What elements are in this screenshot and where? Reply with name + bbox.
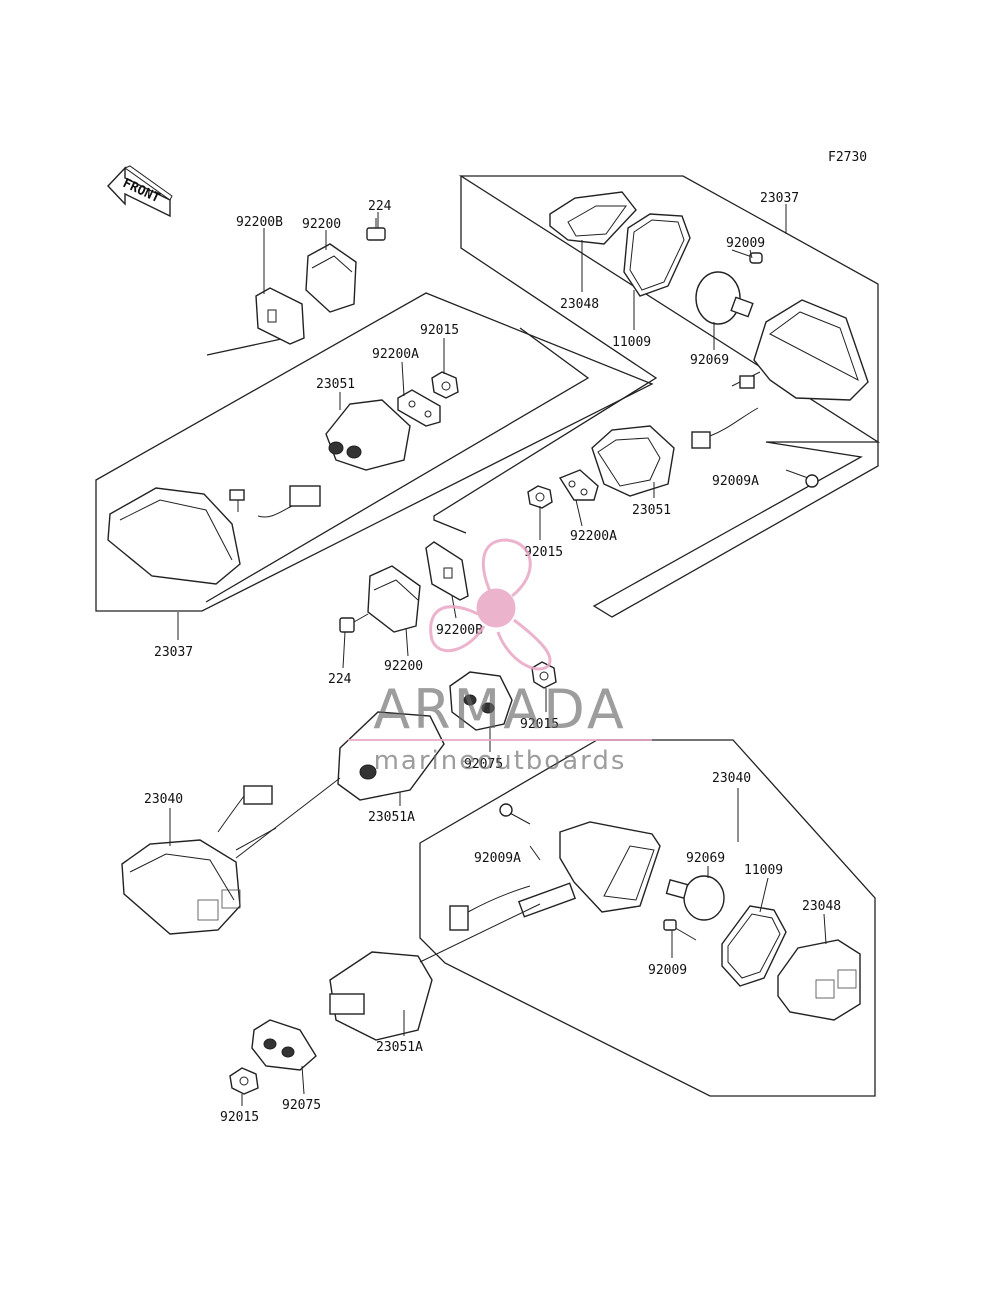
nut-92015-mid [527,485,553,509]
bracket-92200-top [305,243,357,313]
label-23040-right: 23040 [712,771,751,786]
plate-92200A-left [397,389,441,427]
gasket-11009-bot [721,905,787,987]
label-224-top: 224 [368,199,392,214]
label-23048-top: 23048 [560,297,599,312]
lens-23048-bot [777,939,861,1021]
housing-23037-left [107,485,321,585]
label-23037-left: 23037 [154,645,193,660]
label-92069-bot: 92069 [686,851,725,866]
label-92009A-bot: 92009A [474,851,521,866]
watermark-tagline: marineoutboards [374,746,627,776]
screw-92009A-bot [499,803,531,825]
label-23048-bot: 23048 [802,899,841,914]
label-92075-bot: 92075 [282,1098,321,1113]
plate-92200B-mid [425,541,469,601]
label-224-mid: 224 [328,672,352,687]
spacer-92075-bot [251,1019,317,1071]
grommet-23051-left [325,399,411,471]
screw-92009-bot [663,919,697,941]
label-92200B-mid: 92200B [436,623,483,638]
label-92069-top: 92069 [690,353,729,368]
front-arrow-icon: FRONT [107,165,173,218]
nut-92015-bot [229,1067,259,1095]
label-92015-bot: 92015 [220,1110,259,1125]
grommet-23051A-bot [329,951,433,1041]
label-92015-mid: 92015 [524,545,563,560]
label-92200-top: 92200 [302,217,341,232]
part-labels: 23037 92009 23048 11009 92069 92009A 230… [144,191,841,1125]
label-92075-mid: 92075 [464,757,503,772]
label-23051-right: 23051 [632,503,671,518]
label-92200A-left: 92200A [372,347,419,362]
assembly-box-front-left [95,292,654,612]
label-92200A-right: 92200A [570,529,617,544]
assembly-box-front-right [458,175,881,618]
grommet-23051A-mid [337,711,445,801]
housing-23040-left [121,785,277,935]
housing-23040-right [449,821,661,931]
label-92009A-top: 92009A [712,474,759,489]
label-23051A-mid: 23051A [368,810,415,825]
leader-lines [169,204,827,1106]
bulb-92069-bot [665,875,725,921]
gasket-11009-top [623,213,691,297]
housing-23037-right [691,299,869,449]
lens-23048-top [549,191,637,245]
screw-92009A-top [785,469,819,488]
assembly-box-rear-right [419,739,876,1097]
watermark-brand: ARMADA [373,678,627,741]
bolt-224-top [366,218,386,241]
label-23051A-bot: 23051A [376,1040,423,1055]
label-11009-top: 11009 [612,335,651,350]
watermark: ARMADA marineoutboards [348,538,652,776]
bolt-224-mid [339,613,369,633]
label-23051-left: 23051 [316,377,355,392]
propeller-logo-icon [429,538,552,671]
label-92015-top: 92015 [420,323,459,338]
label-23037-top: 23037 [760,191,799,206]
label-92009-top: 92009 [726,236,765,251]
spacer-92075-mid [449,671,513,731]
plate-92200A-right [558,469,599,501]
label-92015-lower: 92015 [520,717,559,732]
bracket-92200-mid [367,565,421,633]
figure-code: F2730 [828,150,867,165]
label-23040-left: 23040 [144,792,183,807]
label-92200-mid: 92200 [384,659,423,674]
plate-92200B-top [255,287,305,345]
label-92200B-top: 92200B [236,215,283,230]
bulb-92069-top [695,271,754,325]
label-92009-bot: 92009 [648,963,687,978]
screw-92009-top [731,249,763,264]
nut-92015-top [431,371,459,399]
label-11009-bot: 11009 [744,863,783,878]
grommet-23051-right [591,425,675,497]
